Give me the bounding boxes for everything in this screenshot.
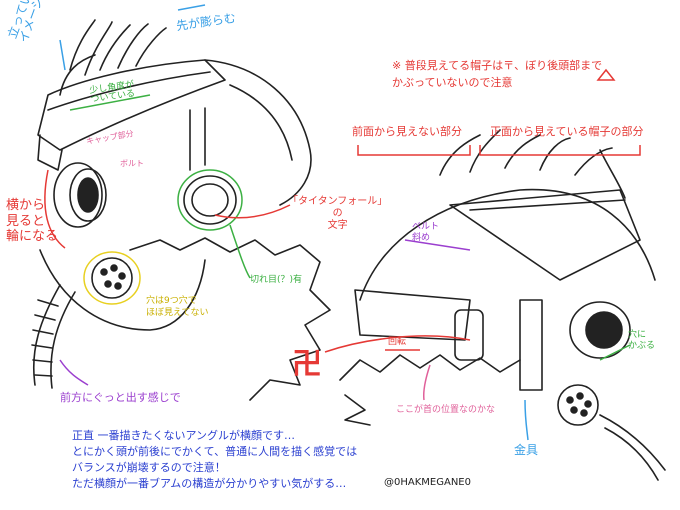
brim-inner-line (47, 71, 211, 111)
purple-forward-arrow (59, 359, 89, 386)
green-note-hole: 穴に かぶる (628, 330, 656, 351)
right-emblem-plate (454, 309, 484, 361)
right-annotation-marks (324, 68, 641, 441)
blue-swell-arrow (177, 4, 206, 11)
left-annotation-marks (44, 4, 291, 386)
yellow-holes-ring (83, 251, 141, 305)
brim-plate (37, 59, 226, 151)
side-goggle-outer (53, 162, 103, 228)
right-hose (599, 414, 666, 481)
pink-note-neck: ここが首の位置なのかな (396, 405, 496, 415)
red-titan-arrow (214, 204, 291, 219)
purple-note-forward: 前方にぐっと出す感じで (60, 391, 181, 404)
front-goggle-lens (191, 183, 229, 217)
helmet-dome (204, 59, 312, 206)
right-helmet-sketch (339, 129, 666, 481)
blue-stand-arrow (59, 39, 66, 71)
purple-note-belt: ベルト 斜め (412, 222, 440, 243)
bottom-comment-paragraph: 正直 一番描きたくないアングルが横顔です… とにかく頭が前後にでかくて、普通に人… (72, 429, 358, 490)
green-note-cut: 切れ目(？)有 (250, 275, 303, 285)
side-goggle-lens (69, 168, 107, 222)
blue-note-metal: 金具 (514, 443, 539, 457)
filter-canister (91, 257, 133, 299)
red-emblem-arrow (324, 335, 471, 353)
red-label-hidden: 前面から見えない部分 (352, 125, 462, 138)
right-filter-canister (557, 384, 599, 426)
blue-metal-arrow (524, 399, 529, 441)
red-note-titan: 「タイタンフォール」 の 文字 (288, 196, 388, 231)
breathing-hose (32, 284, 76, 389)
left-helmet-sketch (31, 19, 331, 401)
crest-feathers (69, 19, 167, 76)
red-warning: ※ 普段見えてる帽子は〒、ぼり後頭部まで かぶっていないので注意 (392, 59, 603, 89)
brim-edge (37, 134, 63, 171)
right-side-panel (354, 289, 471, 341)
hose-ribs (31, 299, 59, 377)
right-goggle-lens (585, 311, 623, 349)
red-emblem-symbol: 卍 (292, 347, 322, 382)
right-center-strap (519, 299, 543, 391)
side-goggle-pupil (77, 177, 99, 213)
red-note-rotate: 回転 (388, 337, 407, 347)
red-note-side: 横から 見ると 輪になる (6, 198, 59, 245)
right-helmet-dome (359, 188, 656, 301)
red-bracket-visible (479, 145, 641, 156)
pink-note-bolt: ボルト (120, 159, 144, 168)
purple-belt-arrow (404, 239, 471, 251)
mask-body (39, 249, 206, 331)
right-goggle-outer (569, 301, 631, 359)
red-bracket-hidden (357, 145, 471, 156)
green-angle-arrow (69, 94, 151, 111)
front-goggle-outer (183, 175, 237, 225)
green-hole-arrow (599, 344, 631, 361)
fur-collar (129, 237, 331, 401)
dome-ridge (229, 84, 293, 161)
yellow-note-holes: 穴は9つ穴で ほぼ見えてない (146, 296, 209, 318)
red-ring-mark (44, 169, 66, 249)
green-cut-circle (177, 169, 243, 231)
right-fur-collar (339, 354, 521, 381)
pink-neck-arrow (423, 364, 431, 401)
warning-triangle-icon (596, 68, 616, 81)
red-label-visible: 正面から見えている帽子の部分 (490, 125, 644, 138)
right-brim-plate (449, 189, 641, 281)
strap-vertical (189, 107, 206, 171)
right-crest-feathers (439, 129, 613, 176)
artist-signature: @0HAKMEGANE0 (384, 477, 471, 488)
